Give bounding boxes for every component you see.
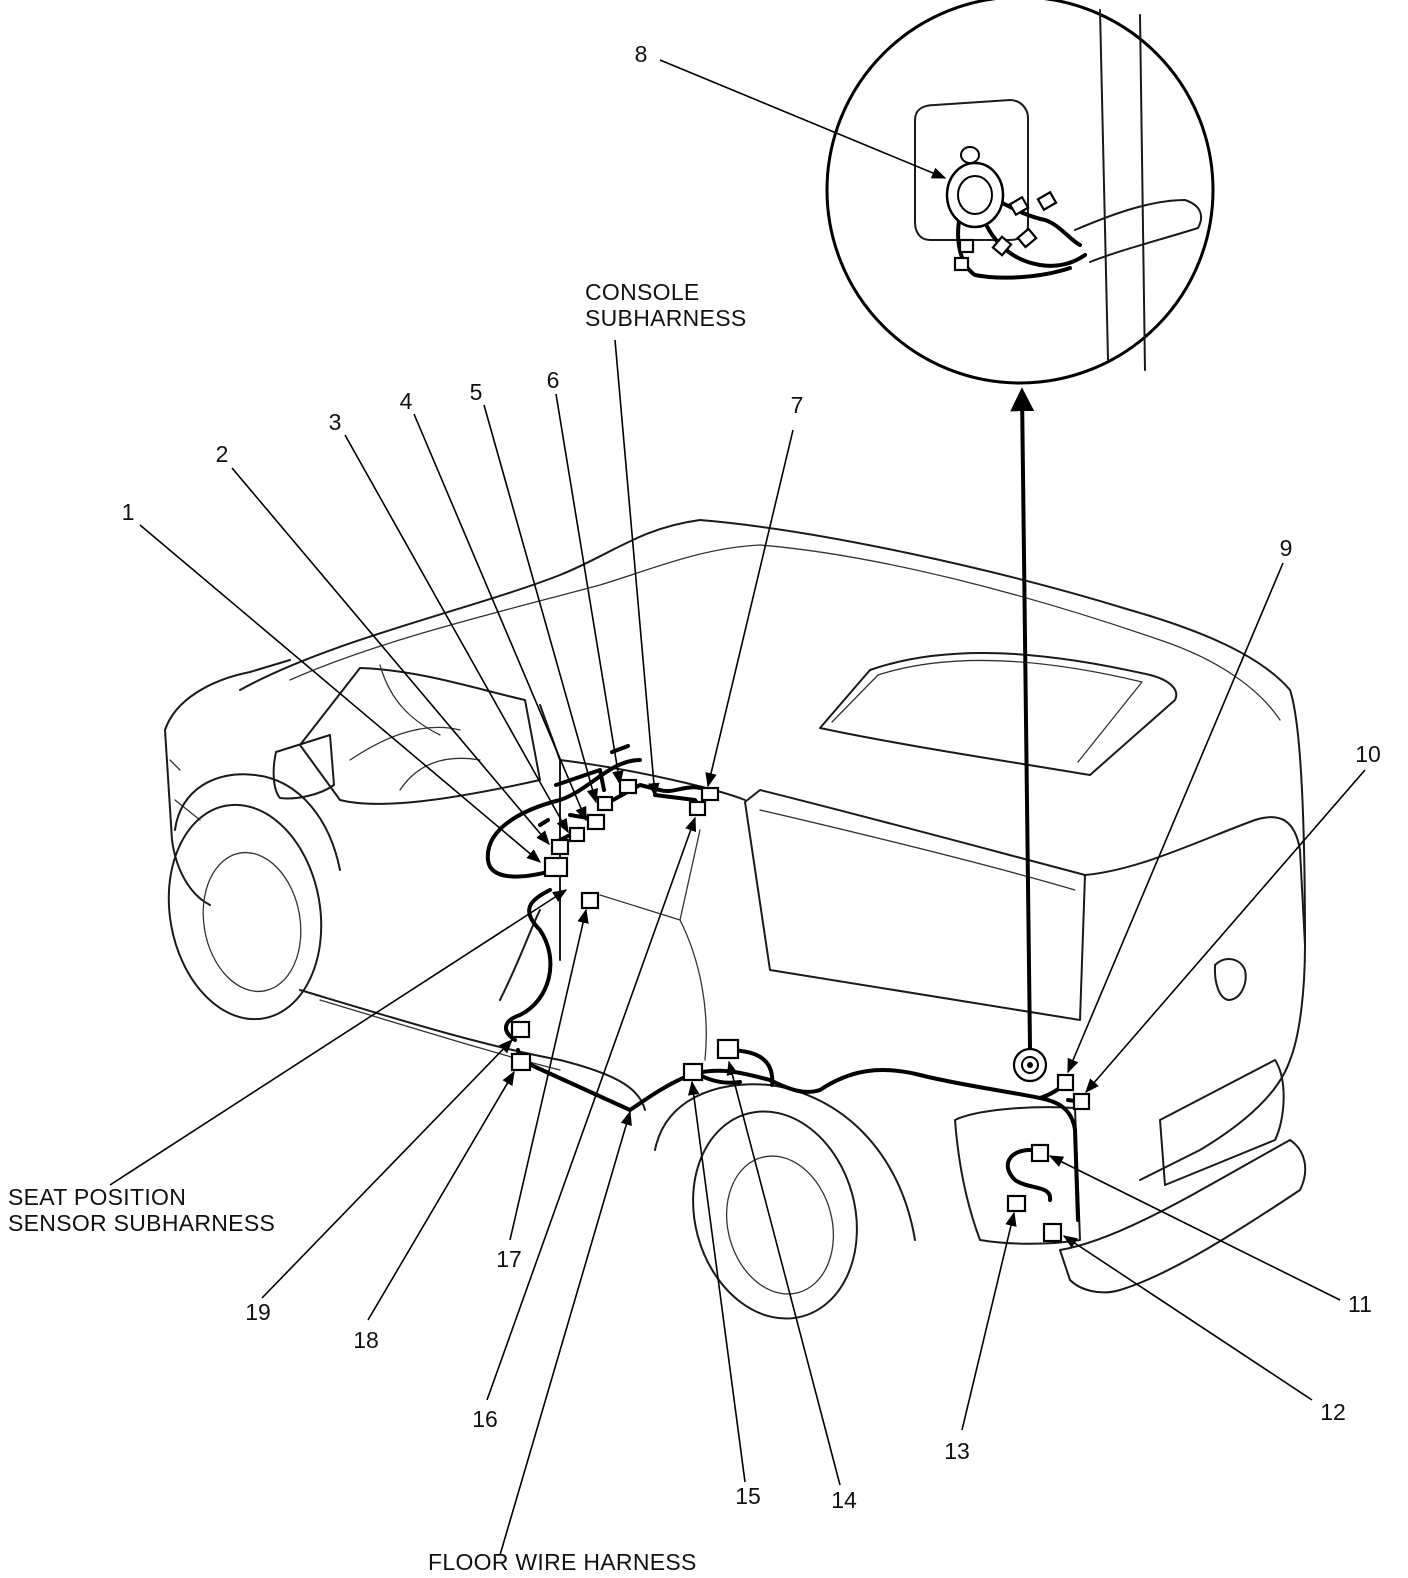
captions: CONSOLE SUBHARNESS SEAT POSITION SENSOR … [8, 279, 746, 1575]
connector-14 [716, 1038, 740, 1060]
seat-position-caption-line1: SEAT POSITION [8, 1184, 186, 1210]
connector-5 [596, 795, 614, 812]
connector-4 [586, 813, 606, 831]
callout-2: 2 [216, 441, 229, 467]
detail-arrow [1010, 387, 1035, 1049]
connector-18 [510, 1052, 532, 1072]
callout-11: 11 [1348, 1291, 1372, 1317]
vehicle-outline [164, 519, 1307, 1320]
connector-9 [1056, 1073, 1075, 1092]
leader-lines [109, 59, 1366, 1556]
callout-8: 8 [635, 41, 648, 67]
connector-7 [700, 786, 720, 802]
callout-9: 9 [1280, 535, 1293, 561]
connector-17 [580, 891, 600, 910]
callout-4: 4 [400, 388, 413, 414]
callout-18: 18 [353, 1327, 379, 1353]
callout-12: 12 [1320, 1399, 1346, 1425]
callout-10: 10 [1355, 741, 1381, 767]
callout-7: 7 [791, 392, 804, 418]
callout-19: 19 [245, 1299, 271, 1325]
connector-11 [1030, 1143, 1050, 1163]
callout-1: 1 [122, 499, 135, 525]
callout-5: 5 [470, 379, 483, 405]
callout-17: 17 [496, 1246, 522, 1272]
seat-position-caption-line2: SENSOR SUBHARNESS [8, 1210, 275, 1236]
callout-numbers: 1 2 3 4 5 6 7 8 9 10 11 12 13 14 15 16 1… [122, 41, 1381, 1513]
connector-16 [688, 800, 707, 817]
callout-15: 15 [735, 1483, 761, 1509]
connector-13 [1006, 1194, 1027, 1213]
connector-19 [510, 1020, 531, 1039]
connector-8 [945, 146, 1005, 229]
floor-wire-harness-caption: FLOOR WIRE HARNESS [428, 1549, 697, 1575]
console-subharness-caption-line1: CONSOLE [585, 279, 700, 305]
callout-16: 16 [472, 1406, 498, 1432]
callout-14: 14 [831, 1487, 857, 1513]
connector-10 [1072, 1092, 1091, 1111]
connectors [510, 778, 1091, 1243]
connector-15 [682, 1062, 704, 1082]
connector-6 [618, 778, 638, 795]
callout-3: 3 [329, 409, 342, 435]
detail-inset [825, 0, 1215, 385]
console-subharness-caption-line2: SUBHARNESS [585, 305, 746, 331]
callout-13: 13 [944, 1438, 970, 1464]
connector-2 [550, 838, 570, 856]
callout-6: 6 [547, 367, 560, 393]
detail-circle [825, 0, 1215, 385]
connector-3 [568, 826, 586, 843]
connector-12 [1042, 1222, 1063, 1243]
connector-1 [543, 856, 569, 878]
